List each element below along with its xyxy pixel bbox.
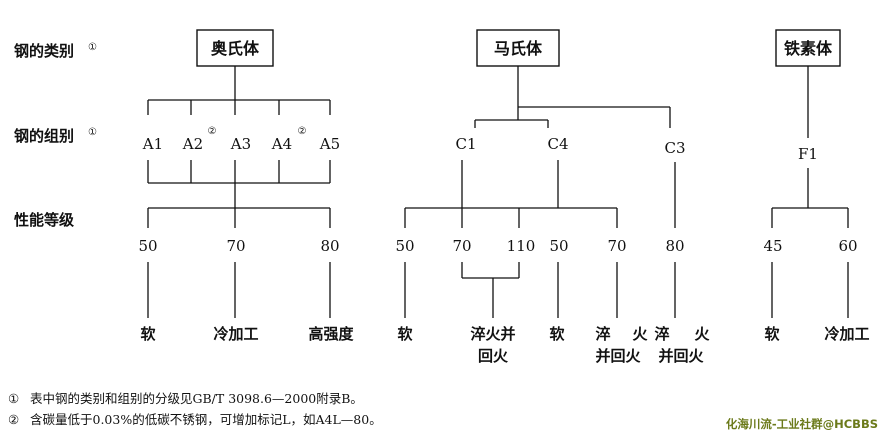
condition-c1-qt-line1: 淬火并 bbox=[470, 325, 515, 343]
grade-a-80: 80 bbox=[320, 237, 339, 255]
condition-a-cold-work: 冷加工 bbox=[213, 325, 258, 343]
category-austenitic: 奥氏体 bbox=[211, 39, 260, 58]
row-label-category-mark: ① bbox=[88, 42, 97, 53]
footnote-1-mark: ① bbox=[8, 391, 19, 406]
austenitic-connectors bbox=[147, 66, 331, 318]
grade-c4-70: 70 bbox=[607, 237, 626, 255]
box-martensitic bbox=[476, 29, 560, 67]
group-a2-mark: ② bbox=[208, 126, 217, 137]
row-label-category: 钢的类别 bbox=[14, 42, 74, 60]
grade-c4-50: 50 bbox=[549, 237, 568, 255]
footnote-2-mark: ② bbox=[8, 412, 19, 427]
condition-c3-fire: 火 bbox=[694, 325, 710, 343]
row-label-group-mark: ① bbox=[88, 127, 97, 138]
condition-a-soft: 软 bbox=[140, 325, 155, 343]
group-a1: A1 bbox=[142, 135, 163, 153]
condition-c4-temper: 并回火 bbox=[595, 347, 641, 365]
category-martensitic: 马氏体 bbox=[494, 39, 543, 58]
condition-c3-quench: 淬 bbox=[654, 325, 669, 343]
group-c4: C4 bbox=[547, 135, 568, 153]
condition-c1-soft: 软 bbox=[397, 325, 412, 343]
grade-c3-80: 80 bbox=[665, 237, 684, 255]
ferritic-connectors bbox=[771, 66, 849, 318]
martensitic-connectors bbox=[404, 66, 676, 318]
condition-c1-qt-line2: 回火 bbox=[478, 347, 509, 365]
category-ferritic: 铁素体 bbox=[784, 39, 833, 58]
footnote-2: 含碳量低于0.03%的低碳不锈钢，可增加标记L，如A4L—80。 bbox=[30, 412, 382, 427]
box-austenitic bbox=[196, 29, 274, 67]
condition-c4-fire: 火 bbox=[632, 325, 648, 343]
watermark-text: 化海川流-工业社群@HCBBS bbox=[726, 417, 878, 431]
condition-c4-quench: 淬 bbox=[595, 325, 610, 343]
grade-f-60: 60 bbox=[838, 237, 857, 255]
footnote-1: 表中钢的类别和组别的分级见GB/T 3098.6—2000附录B。 bbox=[30, 391, 363, 406]
condition-c4-soft: 软 bbox=[549, 325, 564, 343]
row-label-group: 钢的组别 bbox=[14, 127, 74, 145]
condition-a-high-strength: 高强度 bbox=[308, 325, 354, 343]
group-a4-mark: ② bbox=[298, 126, 307, 137]
group-a3: A3 bbox=[230, 135, 251, 153]
grade-c1-50: 50 bbox=[395, 237, 414, 255]
condition-f-soft: 软 bbox=[764, 325, 779, 343]
group-a4: A4 bbox=[271, 135, 292, 153]
group-a2: A2 bbox=[182, 135, 203, 153]
group-a5: A5 bbox=[319, 135, 340, 153]
group-f1: F1 bbox=[798, 145, 818, 163]
grade-a-70: 70 bbox=[226, 237, 245, 255]
grade-a-50: 50 bbox=[138, 237, 157, 255]
condition-c3-temper: 并回火 bbox=[658, 347, 704, 365]
grade-c1-70: 70 bbox=[452, 237, 471, 255]
group-c3: C3 bbox=[664, 139, 685, 157]
group-c1: C1 bbox=[455, 135, 476, 153]
condition-f-cold-work: 冷加工 bbox=[824, 325, 869, 343]
grade-f-45: 45 bbox=[763, 237, 782, 255]
row-label-property: 性能等级 bbox=[14, 211, 75, 229]
grade-c1-110: 110 bbox=[507, 237, 536, 255]
